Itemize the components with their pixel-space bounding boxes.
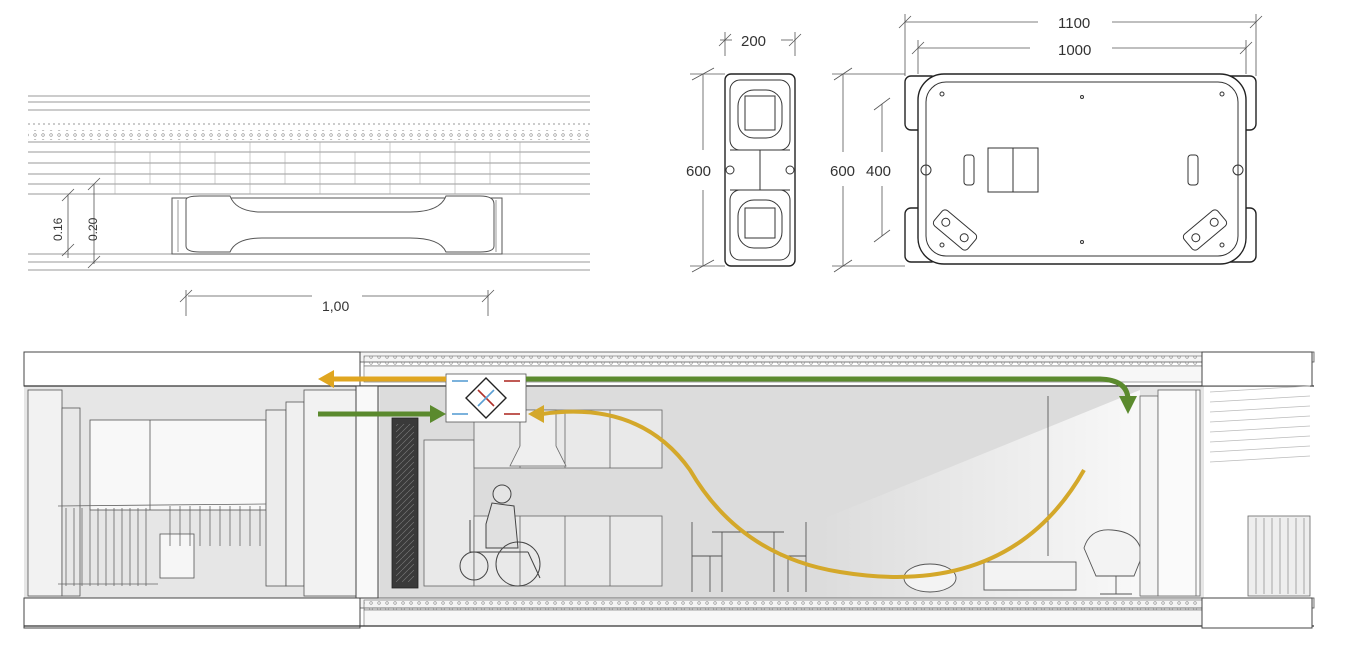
overall-length-1100-label: 1100 [1058,15,1090,32]
dim-0-16-label: 0.16 [51,217,65,241]
joist-bricks [114,142,521,194]
extract-arrowhead [528,405,544,423]
wheelchair-user [459,484,541,587]
body-length-1000-label: 1000 [1058,42,1091,59]
unit-top-view: 1100 1000 600 400 [830,14,1263,273]
dimension-marks [61,177,495,316]
shading-louvres [1209,385,1311,463]
intake-arrowhead [430,405,446,423]
party-wall [355,385,379,599]
floor-slab [23,597,1315,629]
airflow-arrows [318,370,1137,579]
heat-recovery-unit [445,373,527,423]
unit-width-200-label: 200 [741,33,766,50]
stair-railing [57,503,267,586]
unit-depth-600-label: 600 [830,163,855,180]
unit-side-view: 200 600 [686,32,802,273]
left-room [27,389,357,597]
living-furniture [903,529,1143,595]
dim-0-20-label: 0.20 [86,217,100,241]
supply-arrowhead [1119,396,1137,414]
exhaust-arrowhead [318,370,334,388]
unit-height-600-label: 600 [686,163,711,180]
duct-in-floor [171,195,503,255]
dim-1-00-label: 1,00 [322,298,349,314]
right-facade [1139,389,1311,597]
inner-depth-400-label: 400 [866,163,891,180]
extract-air-arrow [541,409,1086,579]
floor-section-detail: 0.16 0.20 1,00 [28,95,590,316]
building-section [23,351,1315,629]
